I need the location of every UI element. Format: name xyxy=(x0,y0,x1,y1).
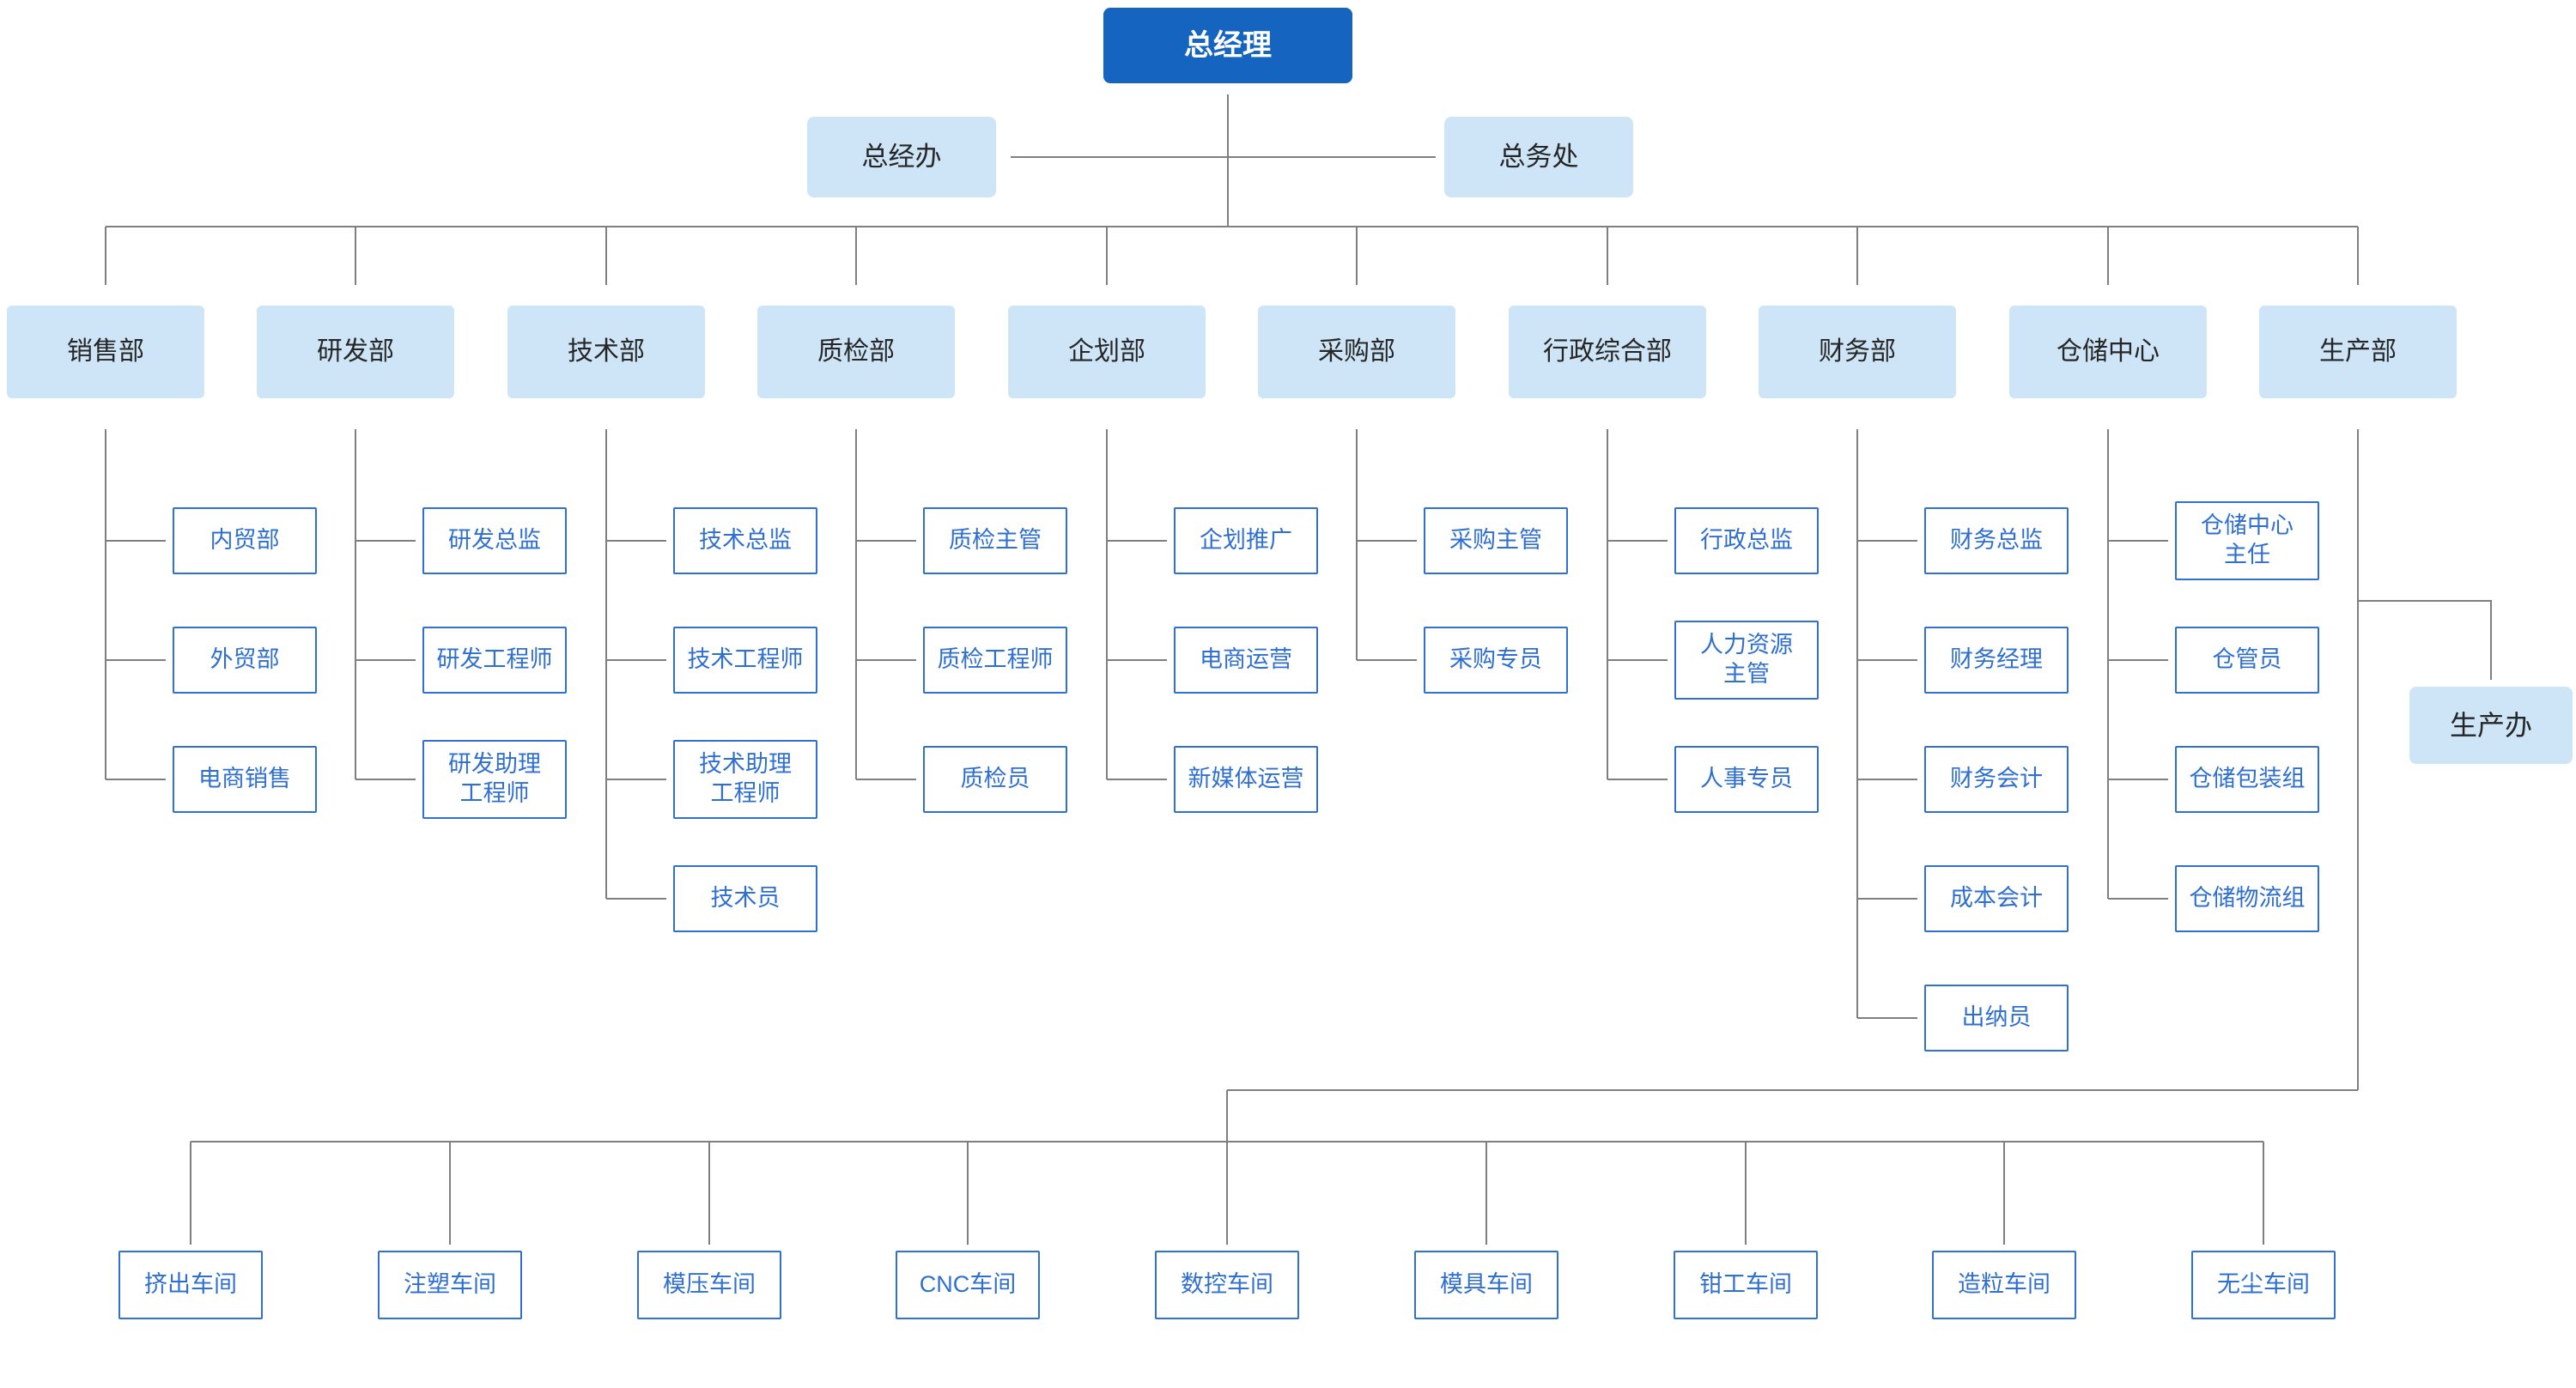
position-node-financial-accountant: 财务会计 xyxy=(1924,746,2069,813)
position-node-tech-director: 技术总监 xyxy=(673,507,817,574)
dept-node-sales: 销售部 xyxy=(7,306,204,398)
connector-qc-column xyxy=(855,429,916,780)
connector-sales-column xyxy=(105,429,166,780)
position-node-warehouse-keeper: 仓管员 xyxy=(2175,627,2319,694)
workshop-node-molding: 模压车间 xyxy=(637,1251,781,1319)
position-node-finance-manager: 财务经理 xyxy=(1924,627,2069,694)
position-node-purchasing-specialist: 采购专员 xyxy=(1424,627,1568,694)
dept-node-finance: 财务部 xyxy=(1759,306,1956,398)
position-node-warehouse-logistics-group: 仓储物流组 xyxy=(2175,865,2319,932)
workshop-node-dust-free: 无尘车间 xyxy=(2191,1251,2336,1319)
position-node-hr-supervisor: 人力资源 主管 xyxy=(1674,621,1819,700)
position-node-technician: 技术员 xyxy=(673,865,817,932)
position-node-admin-director: 行政总监 xyxy=(1674,507,1819,574)
position-node-warehouse-director: 仓储中心 主任 xyxy=(2175,501,2319,580)
dept-node-admin: 行政综合部 xyxy=(1509,306,1706,398)
position-node-tech-assistant-engineer: 技术助理 工程师 xyxy=(673,740,817,819)
position-node-domestic-trade: 内贸部 xyxy=(173,507,317,574)
dept-node-qc: 质检部 xyxy=(757,306,955,398)
position-node-hr-specialist: 人事专员 xyxy=(1674,746,1819,813)
dept-node-rnd: 研发部 xyxy=(257,306,454,398)
connector-production-office xyxy=(2358,600,2492,680)
position-node-rnd-assistant-engineer: 研发助理 工程师 xyxy=(422,740,567,819)
position-node-tech-engineer: 技术工程师 xyxy=(673,627,817,694)
position-node-qc-engineer: 质检工程师 xyxy=(923,627,1067,694)
position-node-cashier: 出纳员 xyxy=(1924,985,2069,1052)
position-node-finance-director: 财务总监 xyxy=(1924,507,2069,574)
node-general-affairs-office: 总务处 xyxy=(1444,117,1633,197)
position-node-qc-inspector: 质检员 xyxy=(923,746,1067,813)
connector-admin-column xyxy=(1607,429,1668,780)
connector-department-bus xyxy=(105,226,2359,285)
node-general-manager: 总经理 xyxy=(1103,8,1352,83)
position-node-planning-promotion: 企划推广 xyxy=(1174,507,1318,574)
connector-finance-column xyxy=(1856,429,1917,1019)
position-node-new-media-operations: 新媒体运营 xyxy=(1174,746,1318,813)
workshop-node-granulation: 造粒车间 xyxy=(1932,1251,2076,1319)
connector-tech-column xyxy=(605,429,666,900)
workshop-node-extrusion: 挤出车间 xyxy=(118,1251,263,1319)
dept-node-tech: 技术部 xyxy=(507,306,705,398)
dept-node-production: 生产部 xyxy=(2259,306,2457,398)
workshop-node-mold: 模具车间 xyxy=(1414,1251,1558,1319)
position-node-rnd-director: 研发总监 xyxy=(422,507,567,574)
position-node-warehouse-packing-group: 仓储包装组 xyxy=(2175,746,2319,813)
node-production-office: 生产办 xyxy=(2409,687,2573,764)
dept-node-purchasing: 采购部 xyxy=(1258,306,1455,398)
connector-production-workshops xyxy=(190,429,2359,1245)
position-node-ecommerce-operations: 电商运营 xyxy=(1174,627,1318,694)
workshop-node-fitter: 钳工车间 xyxy=(1674,1251,1818,1319)
workshop-node-injection: 注塑车间 xyxy=(378,1251,522,1319)
position-node-qc-supervisor: 质检主管 xyxy=(923,507,1067,574)
connector-warehouse-column xyxy=(2107,429,2168,900)
dept-node-planning: 企划部 xyxy=(1008,306,1206,398)
workshop-node-numerical-control: 数控车间 xyxy=(1155,1251,1299,1319)
connector-purchasing-column xyxy=(1356,429,1417,661)
position-node-rnd-engineer: 研发工程师 xyxy=(422,627,567,694)
connector-planning-column xyxy=(1106,429,1167,780)
position-node-cost-accountant: 成本会计 xyxy=(1924,865,2069,932)
position-node-foreign-trade: 外贸部 xyxy=(173,627,317,694)
position-node-purchasing-supervisor: 采购主管 xyxy=(1424,507,1568,574)
dept-node-warehouse: 仓储中心 xyxy=(2009,306,2207,398)
connector-rnd-column xyxy=(355,429,416,780)
node-gm-office: 总经办 xyxy=(807,117,996,197)
workshop-node-cnc: CNC车间 xyxy=(896,1251,1040,1319)
position-node-ecommerce-sales: 电商销售 xyxy=(173,746,317,813)
